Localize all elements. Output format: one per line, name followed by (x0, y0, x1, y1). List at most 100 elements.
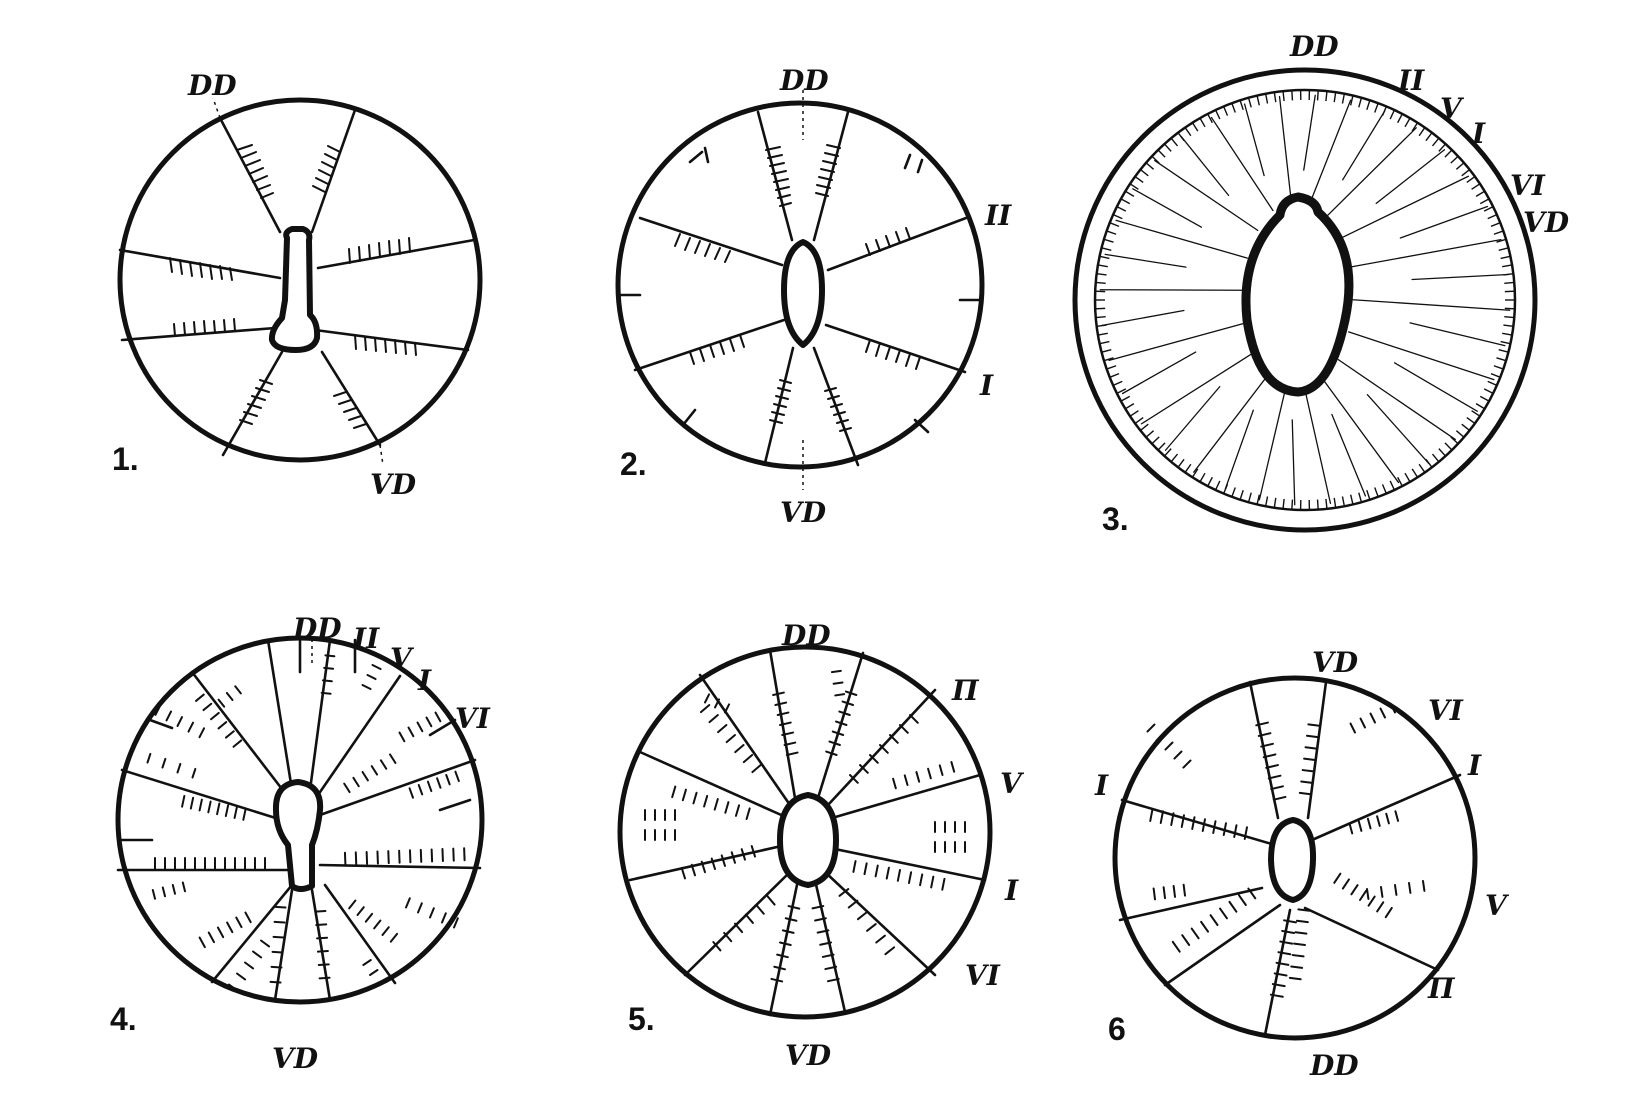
fine-tick (1134, 416, 1144, 425)
fine-tick (1099, 340, 1110, 345)
pennon-hair (1295, 919, 1309, 924)
pennon-hair (824, 965, 838, 971)
fine-tick (1341, 496, 1346, 507)
pennon-hair (1291, 954, 1305, 958)
fine-tick (1455, 162, 1465, 170)
pennon-hair (1200, 920, 1210, 933)
pennon-hair (892, 777, 897, 790)
mesentery-septa (633, 90, 968, 490)
pennon-hair (692, 791, 698, 805)
fine-tick (1487, 213, 1498, 220)
fine-tick (1264, 496, 1269, 507)
pennon-hair (1300, 780, 1314, 784)
pennon-hair (899, 724, 909, 734)
pennon-hair (773, 965, 786, 971)
fine-tick (1207, 476, 1213, 487)
pair-VI-label: VI (965, 959, 1001, 992)
septum-line (1411, 273, 1510, 281)
muscle-pennons (146, 654, 466, 992)
pennon-hair (714, 698, 721, 709)
pair-I-label: I (1471, 117, 1486, 150)
pennon-hair (1155, 732, 1165, 742)
pennon-hair (226, 921, 234, 934)
pair-II-label: II (1397, 64, 1425, 97)
pharynx (781, 239, 825, 348)
pennon-hair (1380, 886, 1384, 898)
pennon-hair (171, 884, 176, 895)
pennon-hair (187, 721, 195, 733)
pennon-hair (1182, 883, 1186, 897)
pennon-hair (407, 726, 415, 738)
fine-tick (1129, 410, 1139, 417)
fine-tick (1487, 380, 1498, 387)
pennon-hair (1170, 812, 1175, 826)
fine-tick (1483, 205, 1494, 212)
dorsal-directive-label: DD (292, 612, 342, 645)
pennon-hair (1341, 878, 1350, 890)
marginal-ticks (120, 638, 472, 842)
pennon-hair (389, 932, 399, 943)
fine-tick (1475, 190, 1485, 197)
fine-tick (1120, 395, 1131, 402)
pennon-hair (371, 664, 382, 671)
fine-tick (1112, 380, 1123, 387)
pennon-hair (191, 767, 197, 779)
pennon-hair (272, 935, 285, 939)
fine-tick (1389, 109, 1396, 120)
pennon-hair (1243, 826, 1248, 840)
septum-line (1108, 322, 1247, 362)
pennon-hair (744, 913, 754, 924)
body-wall-outline (615, 100, 985, 470)
pennon-hair (389, 753, 397, 764)
fine-tick (1325, 91, 1328, 102)
pennon-hair (832, 681, 844, 685)
fine-tick (1139, 423, 1149, 431)
fine-tick (1163, 448, 1172, 457)
fine-tick (1493, 365, 1504, 370)
septum-line (1393, 362, 1478, 412)
pennon-hair (228, 983, 239, 992)
fine-tick (1471, 410, 1481, 417)
fine-tick (1498, 247, 1509, 251)
fine-tick (1231, 487, 1236, 498)
pennon-hair (825, 750, 838, 756)
pennon-hair (750, 845, 756, 858)
fine-tick (1374, 487, 1379, 498)
fine-tick (1444, 442, 1453, 451)
pennon-hair (755, 904, 765, 915)
pennon-hair (783, 741, 797, 746)
fine-tick (1504, 281, 1515, 284)
fine-tick (1222, 106, 1229, 116)
pennon-hair (909, 714, 919, 724)
pennon-hair (436, 777, 442, 789)
fine-tick (1273, 497, 1277, 508)
pennon-hair (863, 862, 868, 876)
pennon-hair (453, 917, 459, 929)
fine-tick (1170, 137, 1179, 147)
pennon-hair (242, 808, 247, 821)
pair-I-left-label: I (1094, 769, 1109, 802)
mesentery-septa (1099, 94, 1511, 506)
pennon-hair (224, 804, 230, 818)
pennon-hair (1283, 919, 1297, 924)
dorsal-directive-label: DD (1289, 30, 1339, 63)
fine-tick (1466, 175, 1476, 184)
pennon-hair (1298, 791, 1312, 796)
pennon-hair (734, 804, 741, 817)
septum-line (1327, 127, 1417, 216)
pennon-hair (1181, 934, 1191, 946)
pennon-hair (1288, 976, 1302, 981)
fine-tick (1145, 162, 1155, 170)
pennon-hair (834, 693, 846, 697)
marginal-ticks (618, 146, 982, 434)
pennon-hair (398, 731, 406, 743)
septum-line (1409, 322, 1506, 347)
pennon-hair (724, 703, 731, 714)
pennon-hair (838, 710, 851, 716)
figure-number: 6 (1108, 1011, 1126, 1047)
fine-tick (1109, 372, 1120, 378)
pennon-hair (781, 731, 795, 736)
pennon-hair (379, 759, 388, 770)
fine-tick (1411, 468, 1419, 478)
body-wall-outline (617, 644, 993, 1020)
